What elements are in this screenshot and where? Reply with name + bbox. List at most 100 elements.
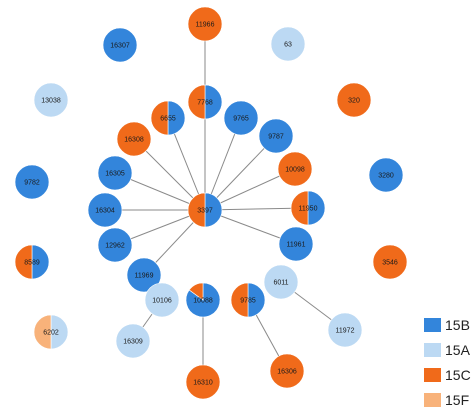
node-9782: 9782 bbox=[14, 164, 50, 200]
legend-item-15C: 15C bbox=[424, 367, 471, 383]
node-label: 16304 bbox=[95, 208, 115, 215]
node-3280: 3280 bbox=[368, 157, 404, 193]
node-label: 8589 bbox=[24, 260, 40, 267]
legend-swatch bbox=[424, 393, 441, 407]
node-slice bbox=[204, 192, 223, 228]
node-16310: 16310 bbox=[185, 364, 221, 400]
node-8589: 8589 bbox=[14, 244, 50, 280]
node-slice bbox=[31, 244, 50, 280]
node-label: 11950 bbox=[299, 206, 318, 213]
node-label: 3397 bbox=[197, 208, 213, 215]
node-16304: 16304 bbox=[87, 192, 123, 228]
node-slice bbox=[290, 190, 309, 226]
node-slice bbox=[97, 155, 133, 191]
legend-swatch bbox=[424, 318, 441, 332]
legend-item-15B: 15B bbox=[424, 317, 470, 333]
node-slice bbox=[277, 151, 313, 187]
node-slice bbox=[14, 164, 50, 200]
node-slice bbox=[102, 27, 138, 63]
node-slice bbox=[270, 26, 306, 62]
node-label: 6011 bbox=[273, 280, 288, 287]
node-label: 9787 bbox=[268, 134, 284, 141]
node-label: 10098 bbox=[285, 167, 305, 174]
node-slice bbox=[116, 121, 152, 157]
nodes-layer: 3397 11966 7768 6655 9765 9787 16308 16305 10098… bbox=[14, 6, 408, 400]
node-slice bbox=[230, 282, 249, 318]
node-10088: 10088 bbox=[185, 282, 221, 318]
node-slice bbox=[14, 244, 33, 280]
node-label: 320 bbox=[348, 98, 360, 105]
node-slice bbox=[263, 264, 299, 300]
node-label: 9785 bbox=[240, 298, 256, 305]
node-slice bbox=[223, 100, 259, 136]
node-63: 63 bbox=[270, 26, 306, 62]
legend-item-15A: 15A bbox=[424, 342, 471, 358]
node-10098: 10098 bbox=[277, 151, 313, 187]
node-slice bbox=[126, 257, 162, 293]
node-slice bbox=[269, 353, 305, 389]
node-slice bbox=[50, 314, 69, 350]
node-9787: 9787 bbox=[258, 118, 294, 154]
node-label: 6202 bbox=[43, 330, 59, 337]
node-label: 16305 bbox=[105, 171, 125, 178]
node-16306: 16306 bbox=[269, 353, 305, 389]
node-label: 6655 bbox=[160, 116, 176, 123]
legend-item-15F: 15F bbox=[424, 392, 469, 408]
node-slice bbox=[115, 323, 151, 359]
node-slice bbox=[87, 192, 123, 228]
node-slice bbox=[307, 190, 326, 226]
node-11966: 11966 bbox=[187, 6, 223, 42]
legend: 15B 15A 15C 15F bbox=[424, 317, 471, 408]
node-label: 10106 bbox=[152, 298, 172, 305]
node-label: 10088 bbox=[193, 298, 213, 305]
node-slice bbox=[336, 82, 372, 118]
node-slice bbox=[368, 157, 404, 193]
node-16305: 16305 bbox=[97, 155, 133, 191]
node-label: 16310 bbox=[193, 380, 213, 387]
legend-label: 15F bbox=[445, 392, 469, 408]
node-9765: 9765 bbox=[223, 100, 259, 136]
node-slice bbox=[144, 282, 180, 318]
node-slice bbox=[258, 118, 294, 154]
node-7768: 7768 bbox=[187, 84, 223, 120]
node-label: 7768 bbox=[197, 100, 213, 107]
node-slice bbox=[167, 100, 186, 136]
node-6202: 6202 bbox=[33, 314, 69, 350]
legend-swatch bbox=[424, 368, 441, 382]
node-11950: 11950 bbox=[290, 190, 326, 226]
node-6011: 6011 bbox=[263, 264, 299, 300]
node-10106: 10106 bbox=[144, 282, 180, 318]
node-label: 63 bbox=[284, 42, 292, 49]
node-slice bbox=[185, 364, 221, 400]
node-16307: 16307 bbox=[102, 27, 138, 63]
legend-label: 15B bbox=[445, 317, 470, 333]
node-slice bbox=[327, 312, 363, 348]
node-6655: 6655 bbox=[150, 100, 186, 136]
legend-label: 15C bbox=[445, 367, 471, 383]
node-label: 16309 bbox=[123, 339, 143, 346]
node-11969: 11969 bbox=[126, 257, 162, 293]
node-slice bbox=[204, 84, 223, 120]
node-13038: 13038 bbox=[33, 82, 69, 118]
node-320: 320 bbox=[336, 82, 372, 118]
legend-swatch bbox=[424, 343, 441, 357]
node-slice bbox=[150, 100, 169, 136]
legend-label: 15A bbox=[445, 342, 471, 358]
node-slice bbox=[188, 282, 204, 301]
node-label: 12962 bbox=[105, 243, 125, 250]
node-label: 11972 bbox=[336, 328, 355, 335]
node-label: 11961 bbox=[287, 242, 306, 249]
node-label: 13038 bbox=[41, 98, 61, 105]
node-9785: 9785 bbox=[230, 282, 266, 318]
node-label: 9782 bbox=[24, 180, 40, 187]
node-slice bbox=[97, 227, 133, 263]
node-label: 11966 bbox=[196, 22, 215, 29]
node-label: 16306 bbox=[277, 369, 297, 376]
node-label: 3280 bbox=[378, 173, 394, 180]
node-label: 3546 bbox=[382, 260, 398, 267]
node-3397: 3397 bbox=[187, 192, 223, 228]
node-16308: 16308 bbox=[116, 121, 152, 157]
node-11972: 11972 bbox=[327, 312, 363, 348]
node-slice bbox=[372, 244, 408, 280]
